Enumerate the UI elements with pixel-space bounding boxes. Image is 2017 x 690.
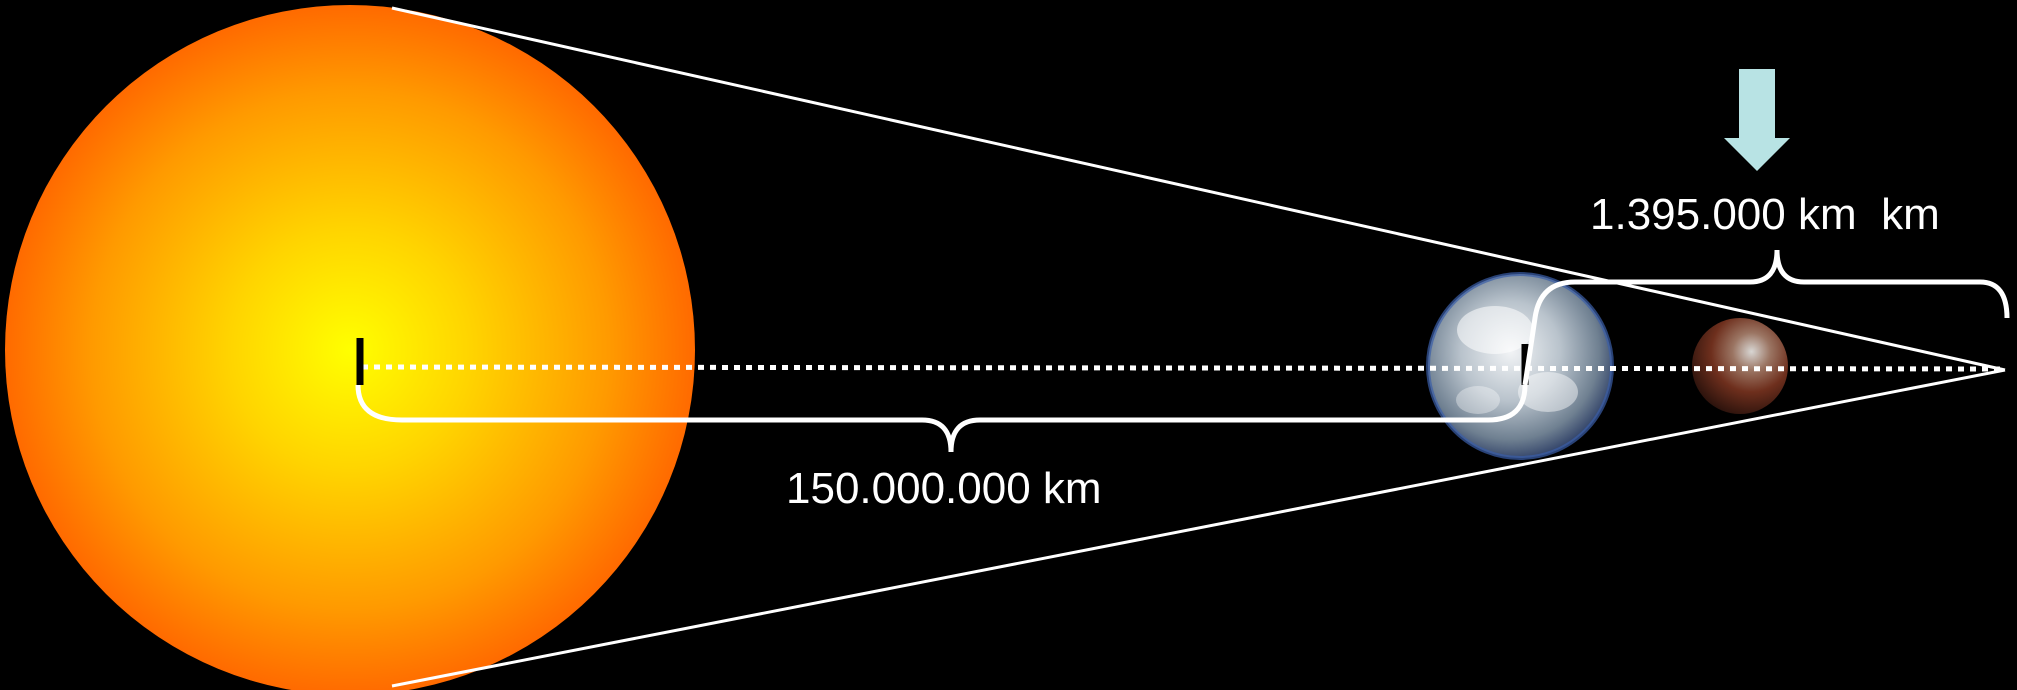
sun-earth-distance-label: 150.000.000 km	[786, 464, 1102, 513]
sun-icon	[5, 5, 695, 690]
down-arrow-icon	[1724, 69, 1790, 171]
cone-length-label: 1.395.000 km km	[1590, 190, 1940, 239]
cone-upper-line	[391, 6, 2006, 372]
moon-icon	[1692, 318, 1788, 414]
center-dotted-line	[361, 364, 2006, 372]
distance-brace	[355, 384, 1528, 453]
cone-lower-line	[391, 368, 2006, 688]
cone-brace	[1522, 249, 2010, 386]
